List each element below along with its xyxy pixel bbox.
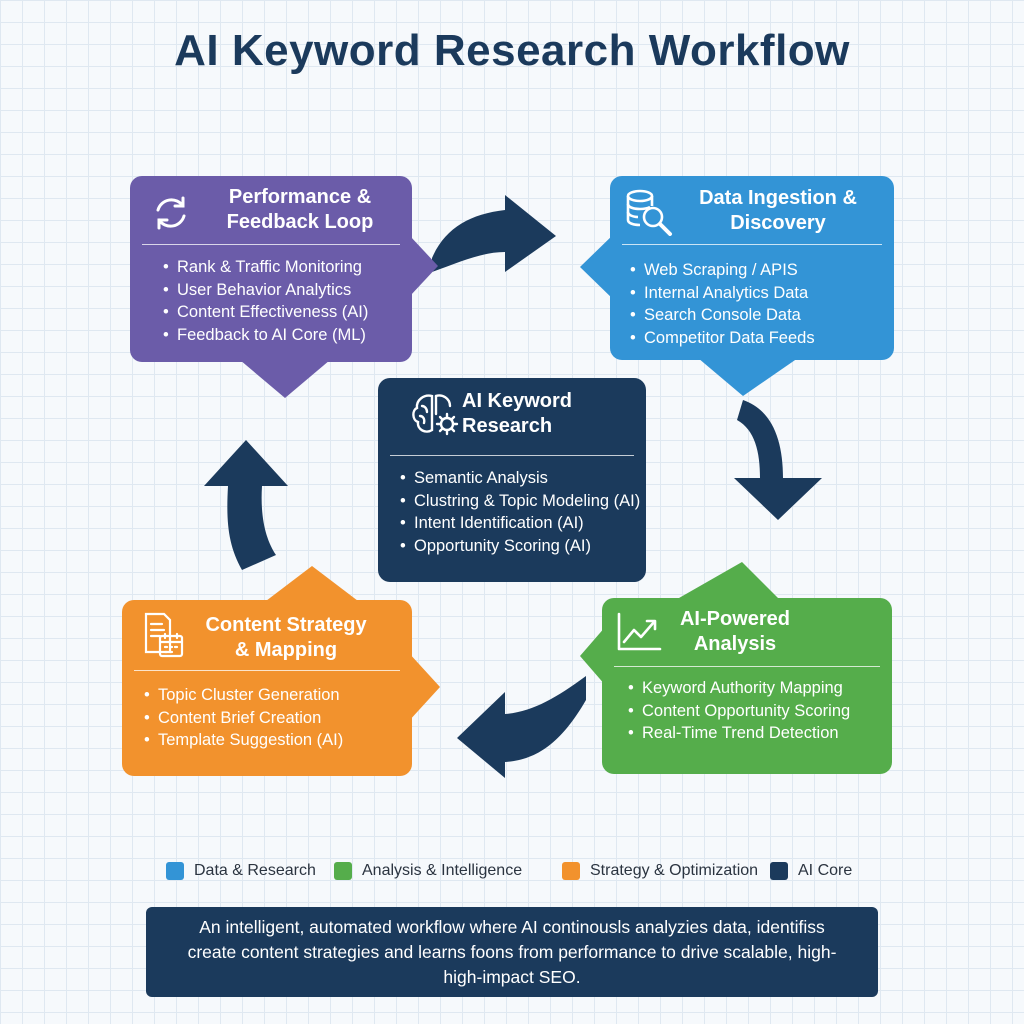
- card-pointer: [262, 566, 362, 604]
- list-item: Content Opportunity Scoring: [628, 700, 850, 723]
- card-ai-powered-analysis: AI-Powered Analysis Keyword Authority Ma…: [580, 562, 892, 774]
- legend-swatch: [334, 862, 352, 880]
- card-pointer: [240, 360, 330, 398]
- list-item: Content Brief Creation: [144, 707, 343, 730]
- summary-line: An intelligent, automated workflow where…: [199, 917, 825, 937]
- card-title: Performance & Feedback Loop: [226, 186, 374, 233]
- summary-box: An intelligent, automated workflow where…: [146, 907, 878, 997]
- list-item: Intent Identification (AI): [400, 512, 640, 535]
- list-item: Semantic Analysis: [400, 467, 640, 490]
- list-item: Real-Time Trend Detection: [628, 722, 850, 745]
- card-item-list: Keyword Authority Mapping Content Opport…: [628, 677, 850, 745]
- card-pointer: [672, 562, 782, 602]
- list-item: Template Suggestion (AI): [144, 729, 343, 752]
- legend-swatch: [770, 862, 788, 880]
- legend-swatch: [166, 862, 184, 880]
- trend-chart-icon: [616, 612, 662, 657]
- card-divider: [622, 244, 882, 245]
- card-content-strategy: Content Strategy & Mapping Topic Cluster…: [122, 566, 440, 776]
- list-item: Feedback to AI Core (ML): [163, 324, 368, 347]
- list-item: Clustring & Topic Modeling (AI): [400, 490, 640, 513]
- arrow-to-strategy: [457, 676, 586, 778]
- card-pointer: [580, 232, 616, 302]
- legend: Data & Research Analysis & Intelligence …: [0, 860, 1024, 884]
- database-search-icon: [624, 188, 674, 241]
- card-ai-keyword-research: AI Keyword Research Semantic Analysis Cl…: [378, 378, 646, 582]
- card-data-ingestion: Data Ingestion & Discovery Web Scraping …: [580, 176, 894, 396]
- card-pointer: [410, 236, 438, 296]
- brain-gear-icon: [410, 392, 460, 443]
- card-title: AI-Powered Analysis: [679, 608, 791, 655]
- list-item: Content Effectiveness (AI): [163, 301, 368, 324]
- card-divider: [142, 244, 400, 245]
- list-item: User Behavior Analytics: [163, 279, 368, 302]
- card-pointer: [698, 358, 798, 396]
- list-item: Keyword Authority Mapping: [628, 677, 850, 700]
- card-pointer: [580, 626, 606, 686]
- card-divider: [390, 455, 634, 456]
- card-divider: [134, 670, 400, 671]
- card-title: Data Ingestion & Discovery: [699, 187, 857, 234]
- refresh-cycle-icon: [150, 192, 192, 239]
- card-title: Content Strategy & Mapping: [205, 614, 367, 661]
- list-item: Opportunity Scoring (AI): [400, 535, 640, 558]
- card-item-list: Web Scraping / APIS Internal Analytics D…: [630, 259, 815, 349]
- card-item-list: Semantic Analysis Clustring & Topic Mode…: [400, 467, 640, 557]
- list-item: Internal Analytics Data: [630, 282, 815, 305]
- legend-swatch: [562, 862, 580, 880]
- document-calendar-icon: [142, 612, 186, 665]
- list-item: Rank & Traffic Monitoring: [163, 256, 368, 279]
- summary-line: create content strategies and learns foo…: [187, 942, 837, 962]
- list-item: Topic Cluster Generation: [144, 684, 343, 707]
- list-item: Competitor Data Feeds: [630, 327, 815, 350]
- card-item-list: Rank & Traffic Monitoring User Behavior …: [163, 256, 368, 346]
- arrow-to-ingestion: [432, 195, 556, 272]
- page-title: AI Keyword Research Workflow: [174, 26, 850, 75]
- card-performance-feedback: Performance & Feedback Loop Rank & Traff…: [130, 176, 438, 398]
- card-item-list: Topic Cluster Generation Content Brief C…: [144, 684, 343, 752]
- card-title: AI Keyword Research: [462, 390, 573, 437]
- card-pointer: [408, 652, 440, 722]
- arrow-to-performance: [204, 440, 288, 570]
- list-item: Search Console Data: [630, 304, 815, 327]
- list-item: Web Scraping / APIS: [630, 259, 815, 282]
- arrow-to-analysis: [734, 400, 822, 520]
- summary-line: high-impact SEO.: [443, 967, 581, 987]
- card-divider: [614, 666, 880, 667]
